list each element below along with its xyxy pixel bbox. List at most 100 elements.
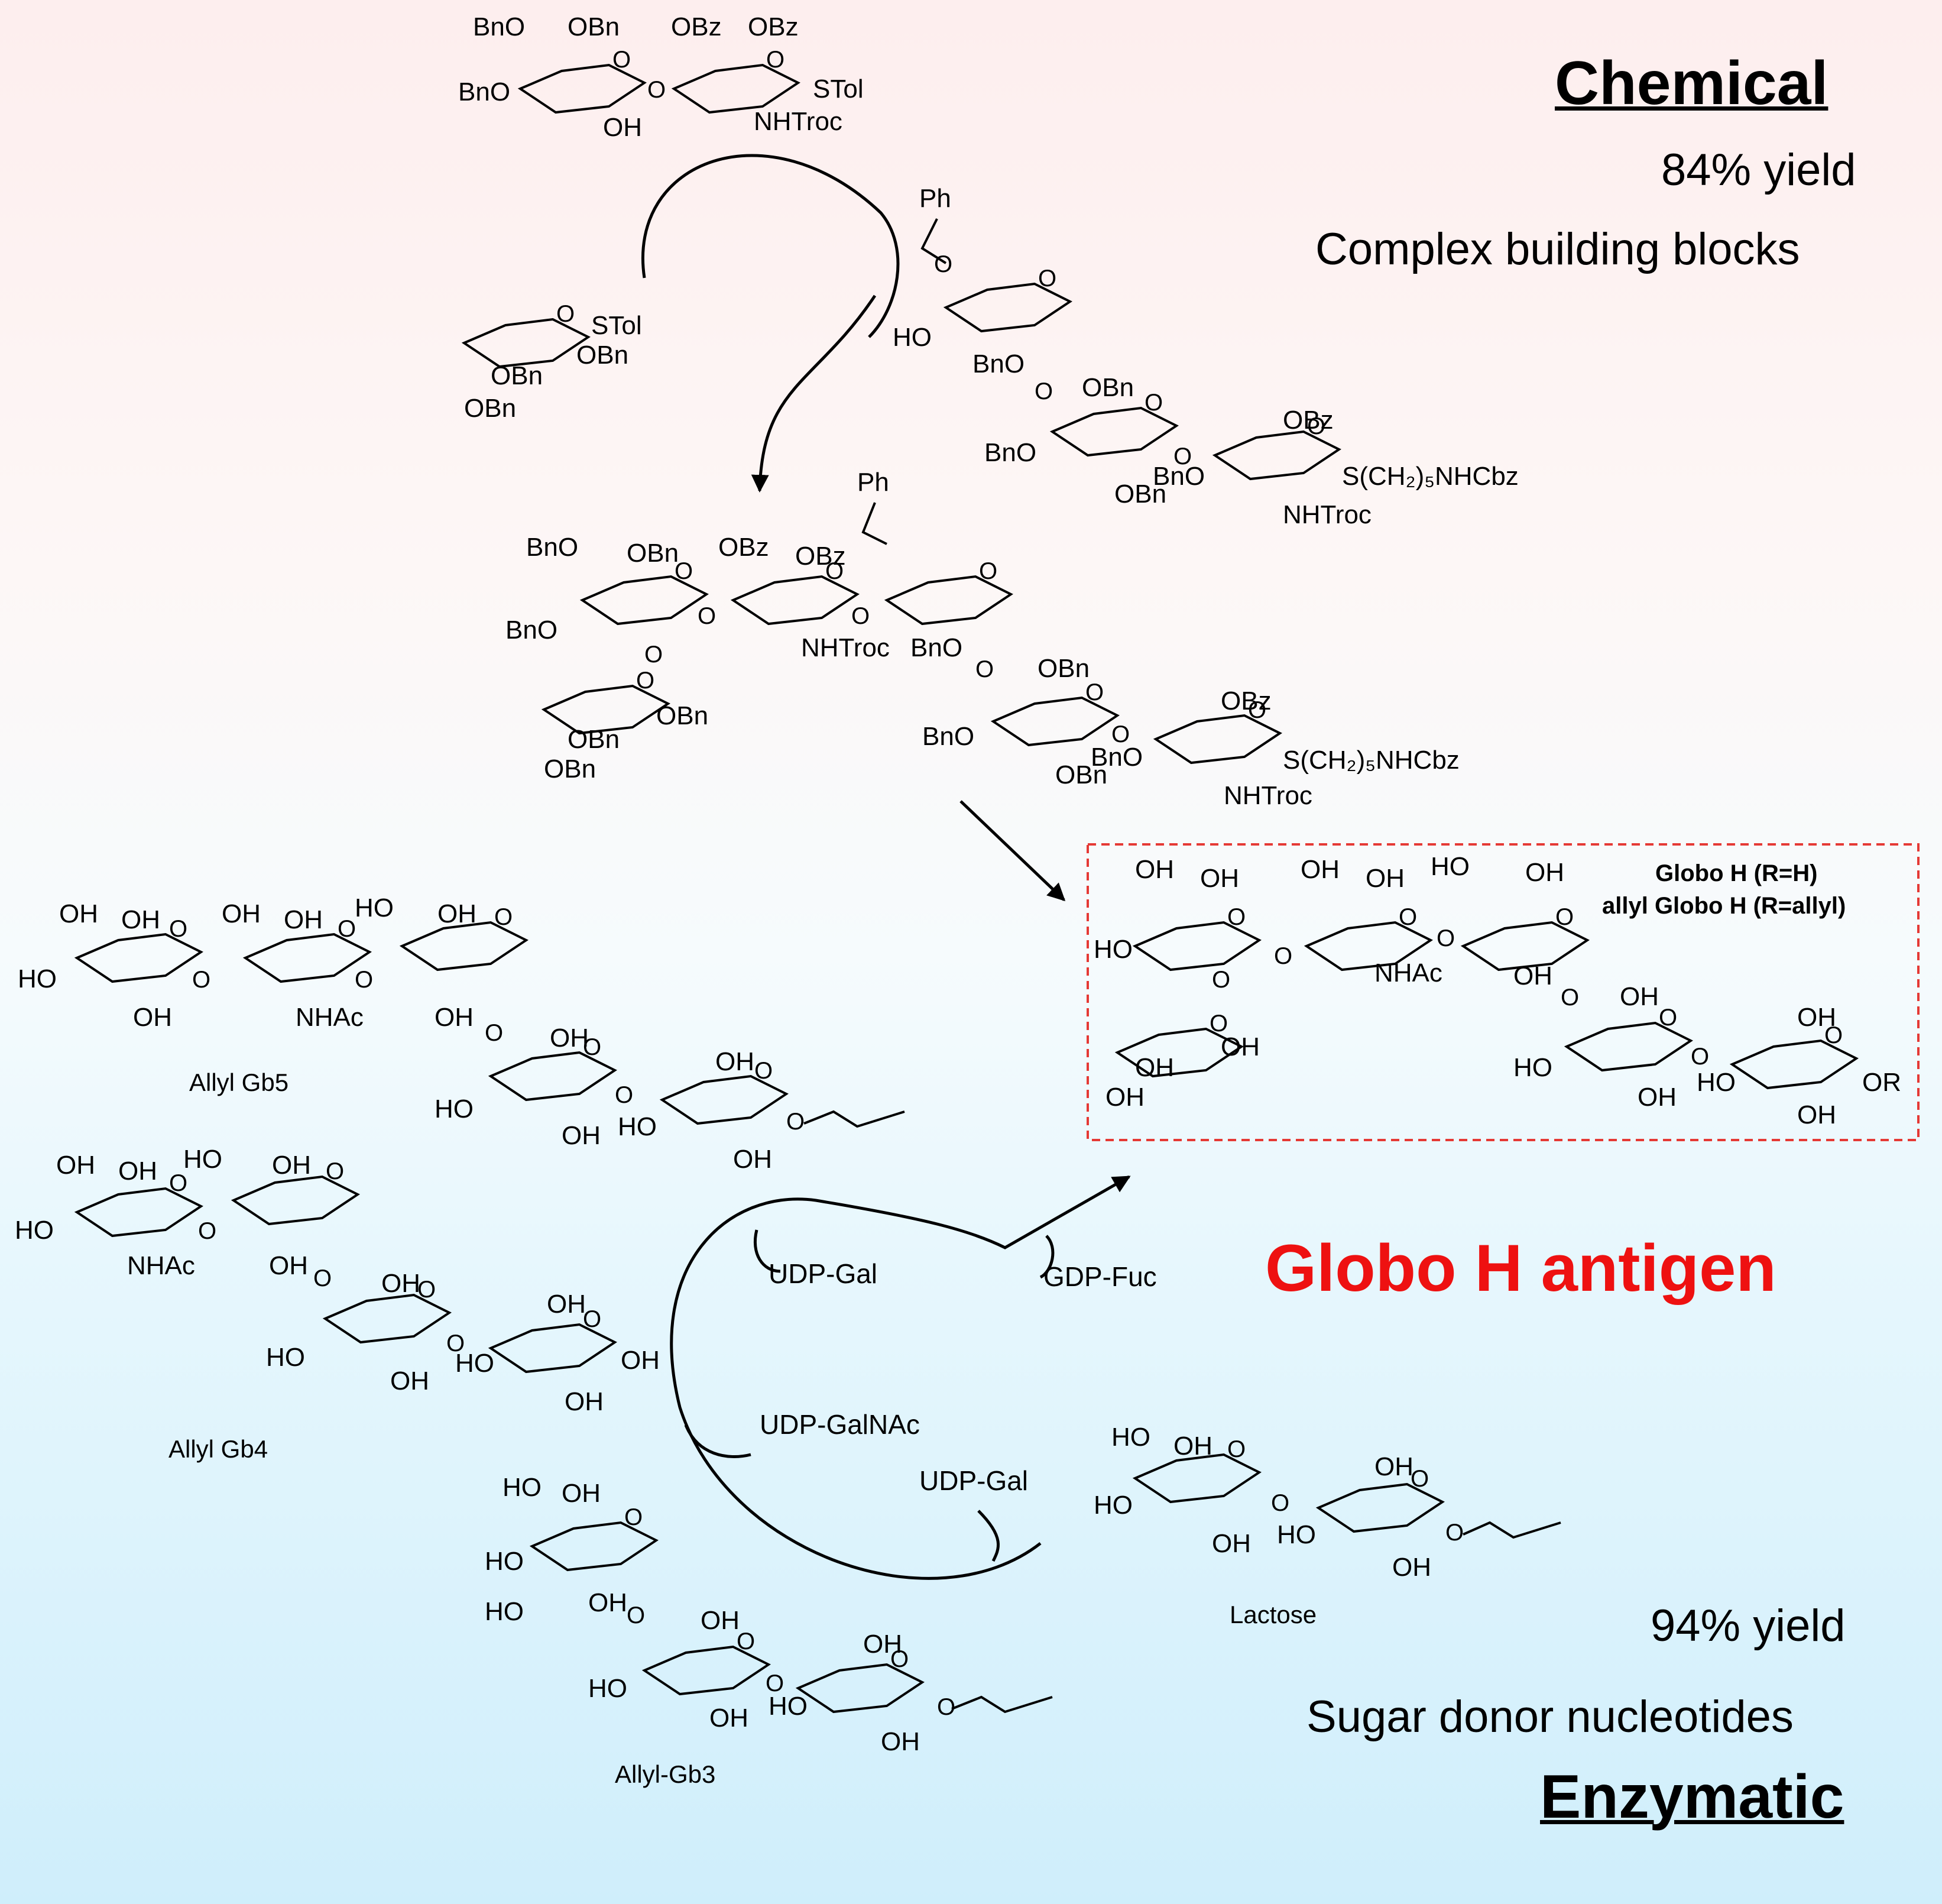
- hex-nhtroc-2: NHTroc: [1224, 781, 1312, 810]
- lac-allyl: [1463, 1521, 1561, 1539]
- acc-o-1: O: [934, 251, 952, 277]
- acc-bno-2: BnO: [984, 438, 1036, 467]
- udp-gal-hook-2: [977, 1510, 1000, 1562]
- hex-benzylidene: [861, 502, 887, 545]
- gh-ring-4-o: O: [1659, 1005, 1677, 1031]
- lac-o-1: O: [1271, 1490, 1289, 1516]
- gh-fuc-ring: [1114, 1027, 1244, 1078]
- gb5-o-4: O: [615, 1082, 633, 1108]
- gb5-allyl: [803, 1110, 905, 1128]
- gb5-ring-1: [74, 932, 203, 983]
- gb3-ring-1-o: O: [624, 1504, 643, 1530]
- gb5-ring-5-o: O: [754, 1058, 773, 1084]
- donor-nhtroc: NHTroc: [754, 107, 842, 136]
- gh-oh-9: OH: [1797, 1003, 1836, 1032]
- hex-ring-5-o: O: [1248, 697, 1266, 723]
- gb3-ring-3: [795, 1663, 925, 1714]
- enzymatic-yield: 94% yield: [1651, 1601, 1846, 1651]
- gb5-oh-5: OH: [284, 905, 323, 934]
- gb5-oh-1: OH: [59, 899, 98, 928]
- acc-ring-2: [1049, 406, 1179, 457]
- fuc-donor-obn-1: OBn: [576, 341, 628, 370]
- gb5-ring-3-o: O: [494, 904, 513, 930]
- gh-oh-6: OH: [1513, 961, 1552, 990]
- gh-ho-2: HO: [1431, 852, 1470, 881]
- lac-o-2: O: [1445, 1520, 1464, 1546]
- gh-oh-7: OH: [1620, 982, 1659, 1011]
- hex-fuc-obn-3: OBn: [544, 755, 596, 783]
- lac-ho-2: HO: [1094, 1491, 1133, 1520]
- gh-or: OR: [1862, 1068, 1901, 1097]
- udp-galnac-hook: [684, 1424, 751, 1458]
- gb4-oh-1: OH: [56, 1151, 95, 1180]
- gb3-ho-2: HO: [485, 1547, 524, 1576]
- gb5-ho-4: HO: [618, 1112, 657, 1141]
- hex-fuc-obn-1: OBn: [656, 701, 708, 730]
- gb5-ring-2-o: O: [338, 916, 356, 942]
- gh-ring-1-o: O: [1227, 904, 1246, 930]
- reagent-udp-gal-1: UDP-Gal: [769, 1258, 877, 1289]
- gb4-ring-1-o: O: [169, 1170, 187, 1196]
- gb4-ho-4: HO: [455, 1349, 494, 1378]
- gb5-o-1: O: [192, 967, 210, 993]
- hex-obn-1: OBn: [627, 539, 679, 568]
- hex-ring-3: [884, 575, 1013, 626]
- hex-bno-4: BnO: [922, 722, 974, 751]
- gb3-ho-1: HO: [502, 1473, 542, 1502]
- gb4-oh-5: OH: [381, 1269, 420, 1298]
- gb4-oh-7: OH: [547, 1290, 586, 1319]
- chemical-yield: 84% yield: [1661, 145, 1856, 195]
- gb5-oh-10: OH: [715, 1047, 754, 1076]
- hex-o-4: O: [975, 656, 994, 682]
- gh-oh-1: OH: [1135, 855, 1174, 884]
- gb4-oh-2: OH: [118, 1157, 157, 1186]
- gb3-oh-4: OH: [709, 1704, 748, 1733]
- gh-ho-3: HO: [1513, 1053, 1552, 1082]
- gh-ring-1: [1132, 921, 1262, 972]
- donor-stol: STol: [813, 75, 864, 103]
- gb5-ring-4-o: O: [583, 1034, 601, 1060]
- chemical-to-product-arrow: [959, 800, 1066, 902]
- acc-ring-3-o: O: [1307, 413, 1325, 439]
- enzymatic-cycle-arrow: [670, 1175, 1131, 1580]
- reagent-udp-galnac: UDP-GalNAc: [760, 1409, 920, 1440]
- gb5-oh-8: OH: [550, 1024, 589, 1053]
- gb4-o-3: O: [446, 1330, 465, 1356]
- lac-ring-2: [1315, 1482, 1445, 1533]
- lac-ho-1: HO: [1111, 1423, 1150, 1452]
- gb4-oh-6: OH: [390, 1367, 429, 1395]
- hex-bno-1: BnO: [526, 533, 578, 562]
- gb5-nhac: NHAc: [296, 1003, 364, 1032]
- donor-bno-1: BnO: [473, 12, 525, 41]
- gb3-oh-2: OH: [588, 1588, 627, 1617]
- gb4-ho-1: HO: [15, 1216, 54, 1245]
- gb5-oh-7: OH: [435, 1003, 474, 1032]
- lac-oh-4: OH: [1392, 1553, 1431, 1582]
- fuc-donor-ring-o: O: [556, 301, 575, 327]
- hex-ring-2: [730, 575, 860, 626]
- donor-oh-1: OH: [603, 113, 642, 142]
- gb5-ring-2: [242, 932, 372, 983]
- gb4-oh-8: OH: [621, 1346, 660, 1375]
- hex-obn-2: OBn: [1038, 654, 1090, 683]
- gh-ring-5: [1729, 1039, 1859, 1090]
- gh-ring-5-o: O: [1824, 1022, 1843, 1048]
- hex-ring-1-o: O: [675, 558, 693, 584]
- lac-ring-1: [1132, 1453, 1262, 1504]
- hex-obz-2: OBz: [795, 542, 846, 571]
- gb3-o-2: O: [766, 1670, 784, 1696]
- gh-oh-3: OH: [1301, 855, 1340, 884]
- gh-oh-2: OH: [1200, 864, 1239, 893]
- acc-o-3: O: [1173, 443, 1192, 469]
- gb4-label: Allyl Gb4: [168, 1435, 268, 1463]
- donor-ring-2: [671, 63, 800, 114]
- acc-o-2: O: [1035, 378, 1053, 404]
- gh-oh-8: OH: [1638, 1083, 1677, 1112]
- acc-ring-1: [943, 282, 1072, 333]
- hex-ring-3-o: O: [979, 558, 997, 584]
- hex-ring-4-o: O: [1085, 679, 1104, 705]
- hex-bno-2: BnO: [505, 616, 557, 645]
- hex-ph: Ph: [857, 468, 889, 497]
- gb4-nhac: NHAc: [127, 1251, 195, 1280]
